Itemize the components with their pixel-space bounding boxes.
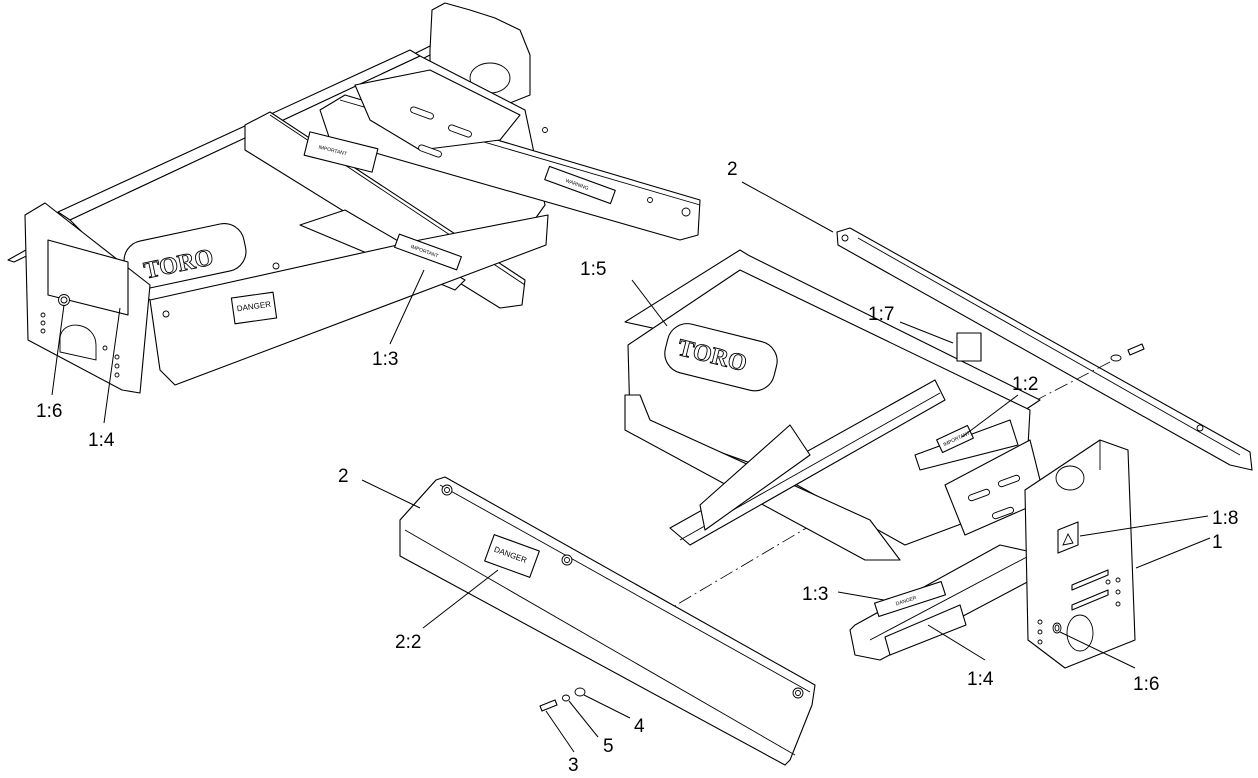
right-gusset-left: [699, 424, 811, 531]
callout-1-4-right: 1:4: [967, 669, 994, 690]
callout-2-right-cover: 2: [727, 159, 738, 180]
left-arm-decal: [394, 233, 462, 271]
callout-1-6-right: 1:6: [1133, 674, 1159, 695]
callout-1-7: 1:7: [868, 304, 894, 325]
callout-1-3-left: 1:3: [372, 349, 398, 370]
right-decal-1-2: [936, 424, 974, 454]
callout-5: 5: [603, 736, 614, 757]
callout-1-2: 1:2: [1012, 374, 1038, 395]
left-assembly: IMPORTANT WARNING IMPORTANT TORO DANGER …: [7, 2, 701, 451]
bolt-3: [539, 699, 558, 712]
right-assembly: 2 TORO 1:7 IMPORTANT 1:2: [580, 159, 1253, 695]
lower-cover-2: [399, 476, 816, 766]
callout-2-lower-cover: 2: [338, 466, 349, 487]
left-danger-decal: [230, 291, 278, 325]
right-bolt: [1127, 343, 1145, 356]
callout-1-right: 1: [1212, 532, 1223, 553]
callout-2-2: 2:2: [395, 632, 421, 653]
callout-4: 4: [634, 716, 645, 737]
right-decal-1-4: [884, 604, 967, 656]
right-decal-1-7: [956, 332, 982, 362]
right-decal-1-3: [873, 580, 947, 618]
left-toro-logo: TORO: [123, 223, 247, 289]
washer-4: [574, 687, 586, 697]
callout-1-5: 1:5: [580, 259, 606, 280]
callout-1-8: 1:8: [1212, 508, 1238, 529]
right-gusset-center: [914, 419, 1019, 471]
callout-1-4-left: 1:4: [88, 430, 115, 451]
callout-3: 3: [568, 755, 579, 776]
left-slot-plate: [354, 69, 521, 151]
lower-danger-decal: [484, 534, 540, 578]
right-toro-logo: TORO: [664, 323, 778, 392]
washer-5: [562, 694, 570, 702]
callout-1-3-right: 1:3: [802, 584, 828, 605]
callout-1-6-left: 1:6: [36, 401, 62, 422]
right-cover-2: [836, 227, 1253, 471]
lower-cover: DANGER 2 2:2 4 5 3: [338, 466, 816, 776]
left-warning-decal: [544, 165, 616, 205]
left-important-decal: [303, 131, 379, 173]
